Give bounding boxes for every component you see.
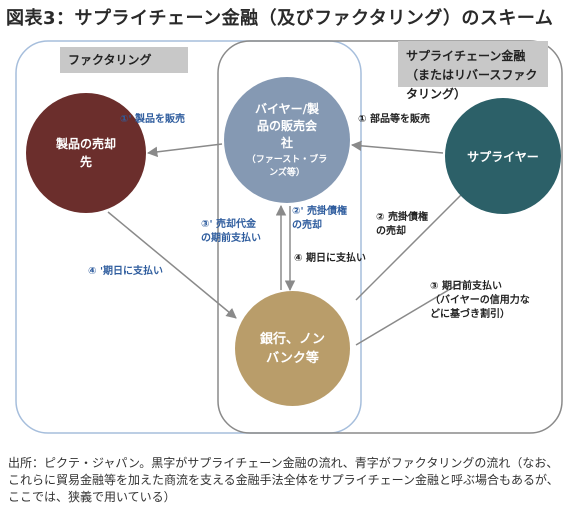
label-factoring-sell-receivables: ②' 売掛債権 の売却 xyxy=(292,205,347,233)
label-sell-receivables: ② 売掛債権 の売却 xyxy=(376,211,428,239)
label-prepayment: ③ 期日前支払い （バイヤーの信用力な どに基づき割引） xyxy=(430,280,530,322)
label-prepayment-line1: ③ 期日前支払い xyxy=(430,281,502,292)
node-buyer-line2: 品の販売会 xyxy=(256,118,317,133)
factoring-label: ファクタリング xyxy=(60,47,188,73)
node-supplier: サプライヤー xyxy=(445,98,561,214)
arrow-prepayment xyxy=(355,281,463,346)
node-buyer-line3: 社 xyxy=(280,135,293,150)
diagram-title: 図表3：サプライチェーン金融（及びファクタリング）のスキーム xyxy=(6,8,554,29)
node-sales-line1: 製品の売却 xyxy=(55,137,116,151)
label-sell-receivables-line2: の売却 xyxy=(376,226,406,237)
node-sales-line2: 先 xyxy=(79,155,92,169)
node-buyer: バイヤー/製 品の販売会 社 （ファースト・ブラ ンズ等） xyxy=(224,77,350,203)
node-buyer-sub-line2: ンズ等） xyxy=(269,167,305,178)
label-prepayment-line3: どに基づき割引） xyxy=(430,309,510,320)
arrow-sell-products xyxy=(146,143,223,158)
node-buyer-sub-line1: （ファースト・ブラ xyxy=(246,154,328,165)
label-sell-parts: ① 部品等を販売 xyxy=(358,114,430,125)
label-sell-products: ①' 製品を販売 xyxy=(120,114,186,125)
node-buyer-sub: （ファースト・ブラ ンズ等） xyxy=(247,154,328,180)
node-sales-destination: 製品の売却 先 xyxy=(26,93,146,213)
label-prepayment-line2: （バイヤーの信用力な xyxy=(430,295,530,306)
label-sell-receivables-line1: ② 売掛債権 xyxy=(376,212,428,223)
label-factoring-pay-on-due: ④ '期日に支払い xyxy=(88,266,164,277)
node-bank-line1: 銀行、ノン xyxy=(259,331,325,347)
arrow-pay-on-due xyxy=(107,211,237,319)
label-factoring-sell-receivables-line1: ②' 売掛債権 xyxy=(292,206,348,217)
arrow-sell-receivables xyxy=(355,185,471,301)
node-bank: 銀行、ノン バンク等 xyxy=(235,291,350,406)
node-bank-line2: バンク等 xyxy=(266,350,319,366)
supply-chain-finance-label-line2: （またはリバースファクタリング） xyxy=(406,68,538,101)
label-factoring-sell-receivables-line2: の売却 xyxy=(292,220,322,231)
supply-chain-finance-label: サプライチェーン金融 （またはリバースファクタリング） xyxy=(398,41,548,101)
footer-note: 出所：ピクテ・ジャパン。黒字がサプライチェーン金融の流れ、青字がファクタリングの… xyxy=(8,456,559,504)
node-supplier-label: サプライヤー xyxy=(467,149,539,164)
label-pay-on-due: ④ 期日に支払い xyxy=(294,253,366,264)
factoring-boundary xyxy=(15,40,362,434)
supply-chain-finance-boundary xyxy=(217,40,563,434)
label-early-payment-line2: の期前支払い xyxy=(201,233,261,244)
supply-chain-finance-label-line1: サプライチェーン金融 xyxy=(406,49,526,63)
arrow-sell-parts xyxy=(350,140,444,154)
label-early-payment-line1: ③' 売却代金 xyxy=(201,219,257,230)
node-buyer-line1: バイヤー/製 xyxy=(254,101,320,116)
label-early-payment: ③' 売却代金 の期前支払い xyxy=(201,218,261,246)
